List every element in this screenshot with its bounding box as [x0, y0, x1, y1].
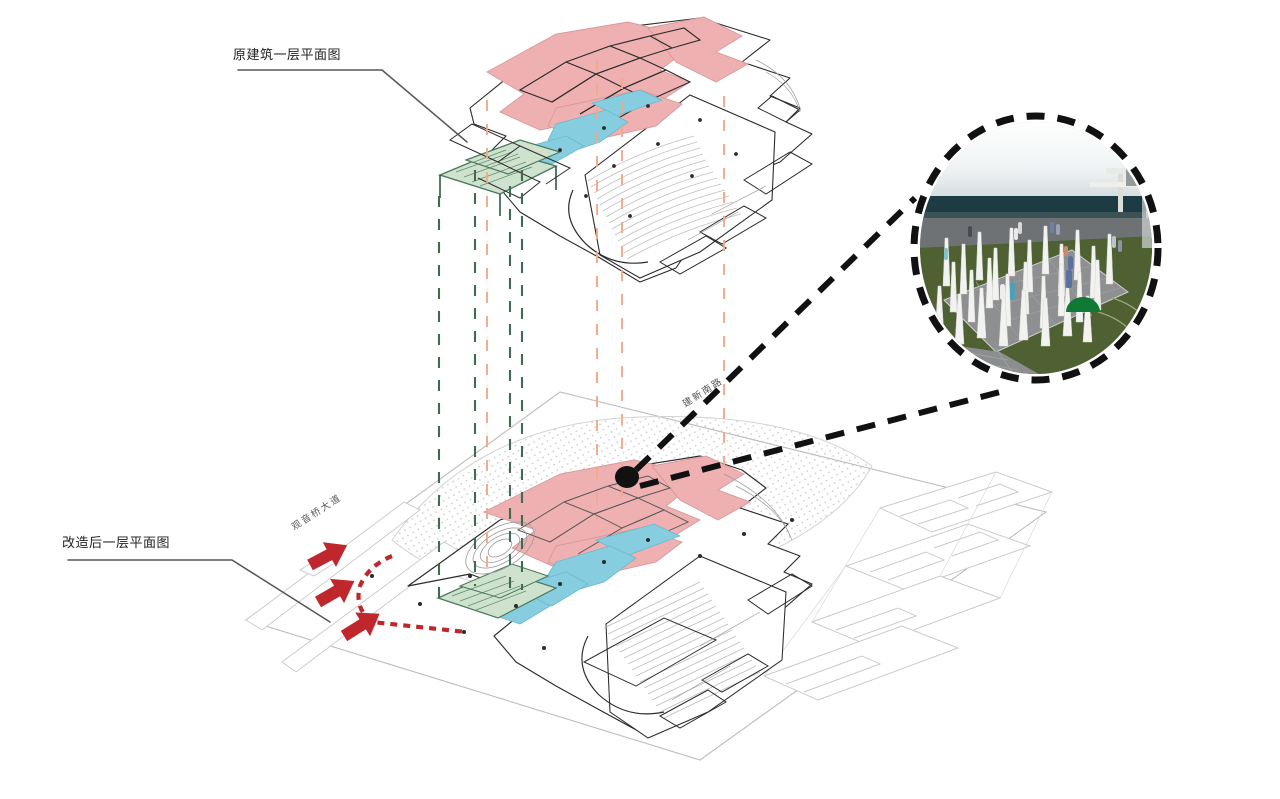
renovated-annex-rooms — [582, 573, 813, 729]
original-first-floor-plan — [437, 16, 813, 283]
approach-direction-arrows — [307, 542, 380, 642]
original-right-rooms — [659, 95, 813, 275]
renovated-thin-details — [671, 473, 793, 701]
original-stage-arc — [568, 189, 649, 264]
callout-cone-upper — [633, 195, 918, 473]
renovated-stage-arc — [581, 635, 665, 715]
original-seating-rows — [587, 135, 742, 260]
orange-projection-guides — [486, 60, 725, 574]
label-leaders — [67, 69, 468, 623]
inset-shrub — [1066, 297, 1100, 312]
inset-people — [944, 222, 1122, 300]
original-column-dots — [558, 104, 738, 218]
leader-bottom-label — [67, 559, 331, 623]
original-cyan-zones — [527, 89, 664, 165]
context-buildings — [762, 471, 1054, 701]
approach-arrow-3 — [340, 612, 380, 642]
renovated-green-zone — [436, 563, 558, 619]
inset-columns — [934, 225, 1114, 347]
renovated-seating-rows — [603, 581, 761, 719]
projection-guides — [437, 60, 725, 600]
label-renovated-plan: 改造后一层平面图 — [62, 535, 171, 550]
inset-render — [910, 112, 1162, 384]
entry-route-group — [356, 554, 467, 635]
approach-arrow-1 — [307, 542, 348, 571]
renovated-column-dots — [370, 518, 794, 650]
leader-top-label — [237, 69, 468, 143]
original-auditorium — [584, 94, 776, 279]
red-dashed-entry-route — [356, 554, 467, 635]
callout-group — [615, 195, 1001, 489]
renovated-first-floor-plan — [244, 391, 1054, 761]
label-original-plan: 原建筑一层平面图 — [233, 47, 342, 62]
original-thin-details — [687, 59, 801, 241]
callout-marker-dot — [615, 466, 639, 488]
inset-frame-circle — [910, 112, 1162, 384]
original-green-zone — [437, 139, 562, 216]
approach-arrow-2 — [315, 578, 355, 608]
green-projection-guides — [437, 170, 524, 600]
